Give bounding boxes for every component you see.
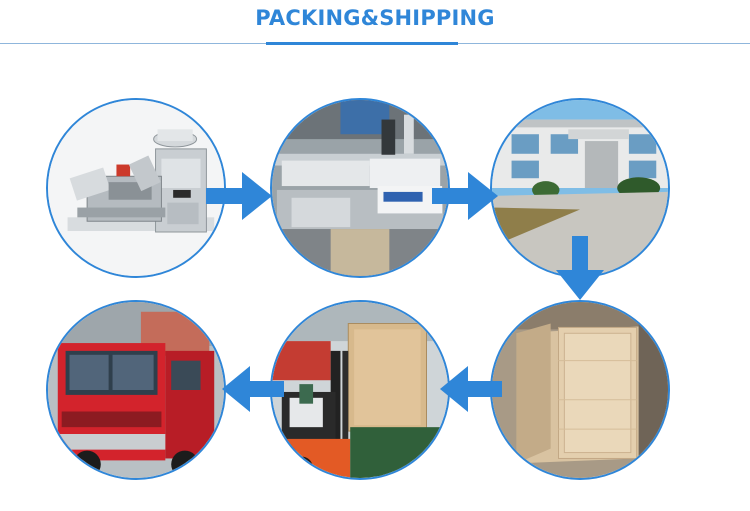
photo-forklift-loading	[270, 300, 450, 480]
title-underline	[266, 42, 458, 45]
arrow-right-icon	[432, 172, 498, 220]
page-title: PACKING&SHIPPING	[255, 6, 495, 30]
photo-wooden-crate	[490, 300, 670, 480]
photo-workshop	[270, 98, 450, 278]
arrow-left-icon	[222, 366, 284, 412]
arrow-left-icon	[440, 366, 502, 412]
photo-machine	[46, 98, 226, 278]
photo-truck	[46, 300, 226, 480]
arrow-right-icon	[206, 172, 272, 220]
arrow-down-icon	[556, 236, 604, 300]
